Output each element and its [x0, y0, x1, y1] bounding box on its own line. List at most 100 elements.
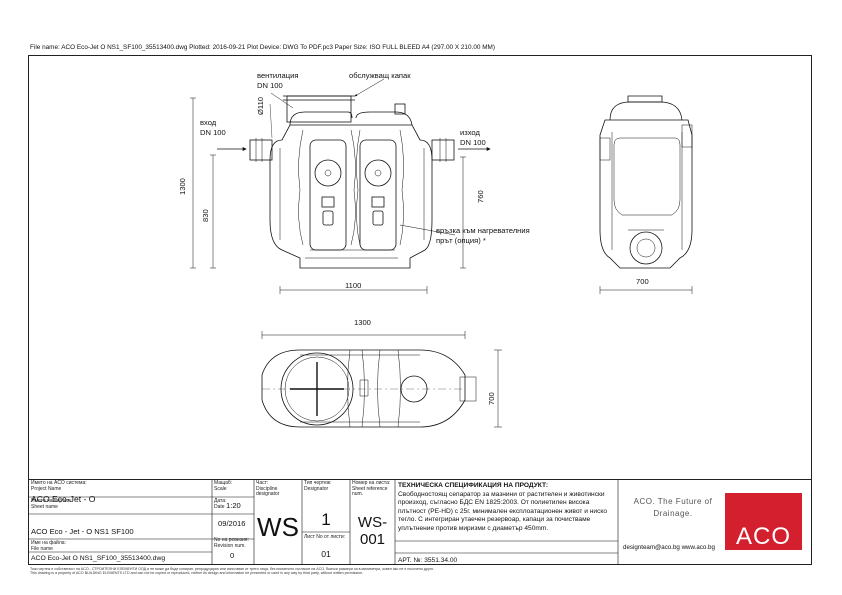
part-value: WS — [257, 512, 299, 542]
side-view — [599, 95, 693, 294]
dim-830-label: 830 — [201, 209, 210, 222]
front-view — [190, 78, 491, 294]
sheet-name-value: ACO Eco - Jet - O NS1 SF100 — [31, 527, 134, 536]
front-shoulder-right — [355, 111, 413, 126]
footer-notice: Този чертеж е собственост на ACO - СТРОИ… — [30, 567, 730, 575]
side-bottom-port — [629, 231, 663, 265]
scale-label: Мащаб: Scale — [214, 480, 254, 492]
file-name-value: ACO Eco-Jet O NS1_SF100_35513400.dwg — [31, 555, 166, 562]
project-label-bg: Името на ACO система: — [31, 480, 87, 486]
file-label-bg: Име на файла: — [31, 540, 66, 546]
inspection-port-right — [364, 159, 392, 187]
chamber-right — [359, 139, 397, 251]
dim-line-1100 — [279, 286, 428, 294]
spec-line-2: произход, съгласно БДС EN 1825:2003. От … — [398, 499, 590, 507]
title-block: Името на ACO система: Project Name ACO E… — [28, 479, 812, 565]
inspection-port-left — [314, 159, 342, 187]
sheet-number-value: 01 — [321, 549, 331, 559]
dim-700-top-label: 700 — [487, 392, 496, 405]
dim-line-830 — [210, 154, 216, 269]
file-label-en: File name — [31, 545, 53, 552]
scale-value: 1:20 — [226, 501, 241, 510]
sheet-label-en: Sheet name — [31, 503, 58, 510]
dim-700-side-label: 700 — [636, 277, 649, 286]
spec-block: ТЕХНИЧЕСКА СПЕЦИФИКАЦИЯ НА ПРОДУКТ: Своб… — [398, 482, 618, 534]
sheet-label-bg: Името на чертеж: — [31, 498, 72, 504]
drawing-type-label-bg: Тип чертеж: — [304, 480, 332, 486]
inlet-pipe — [249, 139, 273, 161]
dim-1300-vertical-label: 1300 — [178, 178, 187, 195]
spec-line-3: плътност (PE-HD) с 25г. минимален експло… — [398, 507, 607, 515]
revision-label-bg: No на ревизия: — [214, 537, 249, 543]
heater-label-2: прът (опция) * — [436, 236, 486, 245]
spec-line-5: уплътнение против миризми с диаметър 450… — [398, 524, 549, 532]
aco-logo-text: ACO — [735, 523, 791, 550]
vent-dn-label: DN 100 — [257, 81, 283, 90]
dim-1300-top-label: 1300 — [354, 318, 371, 327]
reference-value: WS-001 — [357, 514, 388, 548]
drawing-type-label: Тип чертеж: Designator — [304, 480, 350, 492]
aco-logo: ACO — [725, 493, 802, 550]
hatch-label: обслужващ капак — [349, 71, 411, 80]
dim-760-label: 760 — [476, 190, 485, 203]
outlet-socket-right — [371, 196, 385, 208]
revision-value: 0 — [230, 551, 235, 560]
reference-label-en: Sheet reference num. — [352, 485, 388, 497]
tank-body-front — [269, 124, 433, 269]
dim-line-760 — [460, 156, 466, 269]
footer-line-bg: Този чертеж е собственост на ACO - СТРОИ… — [30, 567, 434, 571]
slogan-line-2: Drainage. — [653, 509, 693, 518]
reference-label: Номер на листа: Sheet reference num. — [352, 480, 395, 498]
part-label-en: Discipline designator — [256, 485, 280, 497]
dim-110-label: Ø110 — [256, 96, 265, 115]
spec-line-1: Свободностоящ сепаратор за мазнини от ра… — [398, 490, 605, 498]
slogan-line-1: ACO. The Future of — [633, 497, 713, 506]
date-label: Дата: Date — [214, 498, 254, 510]
part-label: Част: Discipline designator — [256, 480, 302, 498]
dim-line-1300-top — [261, 331, 466, 339]
spec-line-4: тегло. С интегриран утаечен резервоар, к… — [398, 516, 591, 524]
inlet-label: вход — [200, 118, 217, 127]
side-shoulder — [609, 101, 683, 121]
article-number: АРТ. №: 3551.34.00 — [398, 557, 458, 564]
contact-info: designteam@aco.bg www.aco.bg — [623, 544, 715, 551]
vent-label: вентилация — [257, 71, 299, 80]
scale-label-bg: Мащаб: — [214, 480, 233, 486]
date-label-bg: Дата: — [214, 498, 227, 504]
hatch-leader — [354, 78, 385, 97]
dim-line-700-side — [599, 286, 693, 294]
vent-socket — [394, 103, 406, 115]
chamber-left — [309, 139, 347, 251]
drawing-type-value: 1 — [321, 510, 331, 529]
reference-label-bg: Номер на листа: — [352, 480, 391, 486]
revision-label-en: Revision num. — [214, 542, 246, 549]
titleblock-grid — [28, 479, 619, 565]
spec-title: ТЕХНИЧЕСКА СПЕЦИФИКАЦИЯ НА ПРОДУКТ: — [398, 482, 549, 489]
footer-line-en: This drawing is a property of ACO BUILDI… — [30, 571, 364, 575]
project-label-en: Project Name — [31, 485, 62, 492]
heater-label-1: връзка към нагревателния — [436, 226, 530, 235]
side-vent-cap — [627, 95, 663, 103]
tank-body-side — [599, 119, 693, 269]
outlet-socket-left — [321, 196, 335, 208]
top-view — [261, 331, 502, 428]
tank-body-top — [261, 349, 466, 428]
file-info-header: File name: ACO Eco-Jet O NS1_SF100_35513… — [30, 44, 495, 51]
revision-label: No на ревизия: Revision num. — [214, 537, 254, 549]
date-value: 09/2016 — [218, 519, 246, 528]
file-name-label: Име на файла: File name — [31, 540, 211, 552]
slogan: ACO. The Future of Drainage. — [628, 496, 718, 520]
dim-line-1300-v — [190, 97, 196, 269]
front-shoulder-left — [289, 111, 353, 126]
scale-label-en: Scale — [214, 485, 227, 492]
outlet-dn-label: DN 100 — [460, 138, 486, 147]
dim-1100-label: 1100 — [345, 281, 362, 290]
date-label-en: Date — [214, 503, 225, 510]
outlet-label: изход — [460, 128, 480, 137]
part-label-bg: Част: — [256, 480, 269, 486]
sheet-name-label: Името на чертеж: Sheet name — [31, 498, 211, 510]
drawing-type-label-en: Designator — [304, 485, 329, 492]
drawing-frame — [28, 55, 812, 565]
project-label: Името на ACO система: Project Name — [31, 480, 211, 492]
